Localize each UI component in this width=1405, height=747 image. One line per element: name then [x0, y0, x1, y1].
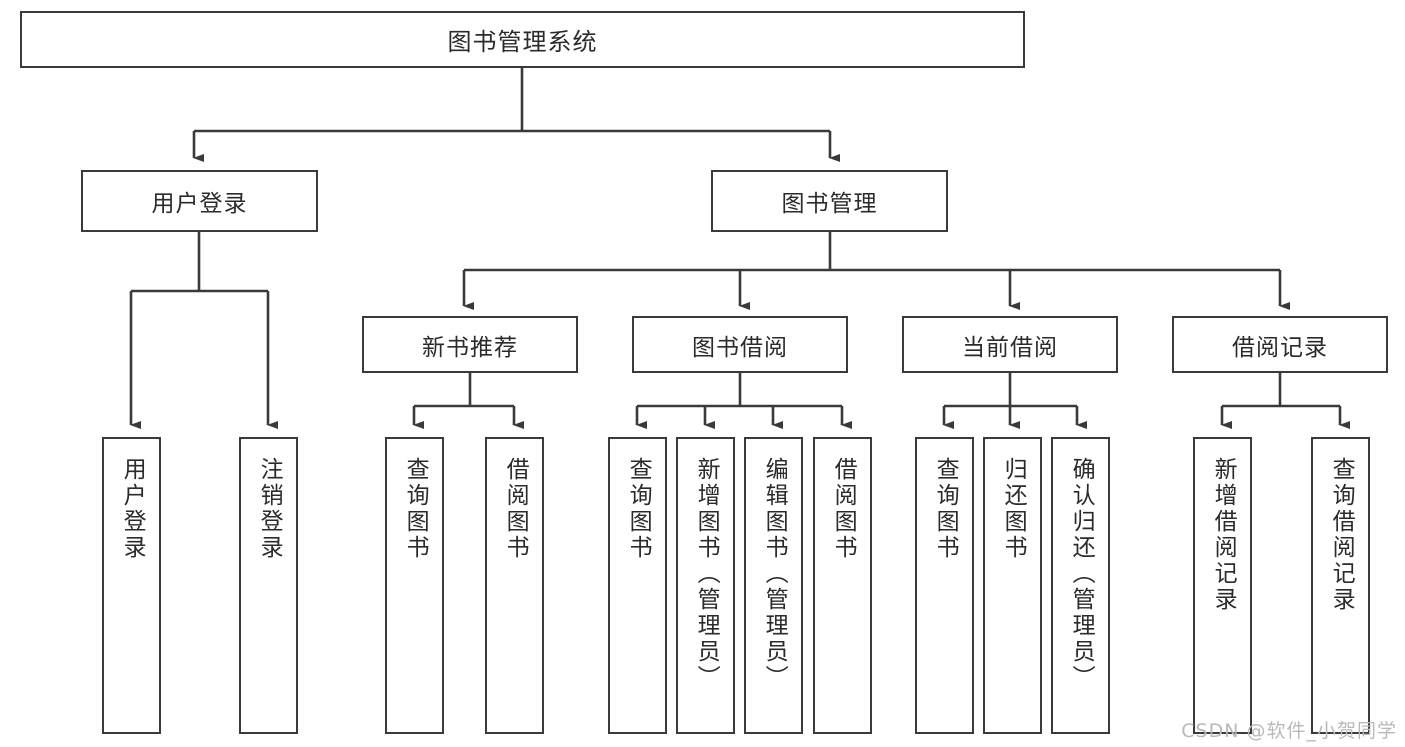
node-label: 确认归还（管理员）: [1068, 457, 1095, 691]
node-label: 查询图书: [402, 457, 429, 561]
node-leaf-return-book[interactable]: 归还图书: [983, 437, 1042, 734]
node-label: 查询图书: [932, 457, 959, 561]
node-leaf-borrow-book-b[interactable]: 借阅图书: [813, 437, 872, 734]
node-leaf-confirm-return[interactable]: 确认归还（管理员）: [1051, 437, 1110, 734]
node-label: 注销登录: [256, 457, 283, 561]
node-leaf-borrow-book-a[interactable]: 借阅图书: [485, 437, 544, 734]
node-label: 图书管理: [781, 191, 878, 217]
node-book-borrow[interactable]: 图书借阅: [632, 316, 848, 373]
node-leaf-query-record[interactable]: 查询借阅记录: [1311, 437, 1370, 734]
node-label: 查询借阅记录: [1328, 457, 1355, 613]
node-label: 新增图书（管理员）: [693, 457, 720, 691]
node-leaf-edit-book[interactable]: 编辑图书（管理员）: [744, 437, 803, 734]
node-user-login[interactable]: 用户登录: [81, 170, 318, 232]
node-leaf-query-book-b[interactable]: 查询图书: [608, 437, 667, 734]
node-leaf-user-login[interactable]: 用户登录: [102, 437, 161, 734]
node-leaf-add-record[interactable]: 新增借阅记录: [1193, 437, 1252, 734]
node-leaf-query-book-c[interactable]: 查询图书: [915, 437, 974, 734]
node-current-borrow[interactable]: 当前借阅: [902, 316, 1118, 373]
node-label: 图书借阅: [692, 334, 788, 361]
node-label: 新增借阅记录: [1210, 457, 1237, 613]
node-label: 归还图书: [1000, 457, 1027, 561]
node-label: 新书推荐: [422, 334, 518, 361]
node-root-book-management-system[interactable]: 图书管理系统: [20, 11, 1025, 68]
node-book-management[interactable]: 图书管理: [711, 170, 948, 232]
node-new-book-recommend[interactable]: 新书推荐: [362, 316, 578, 373]
node-leaf-add-book[interactable]: 新增图书（管理员）: [676, 437, 735, 734]
node-label: 用户登录: [151, 191, 248, 217]
node-label: 编辑图书（管理员）: [761, 457, 788, 691]
node-leaf-query-book-a[interactable]: 查询图书: [385, 437, 444, 734]
node-borrow-record[interactable]: 借阅记录: [1172, 316, 1388, 373]
node-label: 借阅图书: [502, 457, 529, 561]
node-leaf-logout[interactable]: 注销登录: [239, 437, 298, 734]
node-label: 借阅记录: [1232, 334, 1328, 361]
node-label: 借阅图书: [830, 457, 857, 561]
node-label: 当前借阅: [962, 334, 1058, 361]
node-label: 图书管理系统: [447, 28, 598, 56]
node-label: 用户登录: [119, 457, 146, 561]
node-label: 查询图书: [625, 457, 652, 561]
